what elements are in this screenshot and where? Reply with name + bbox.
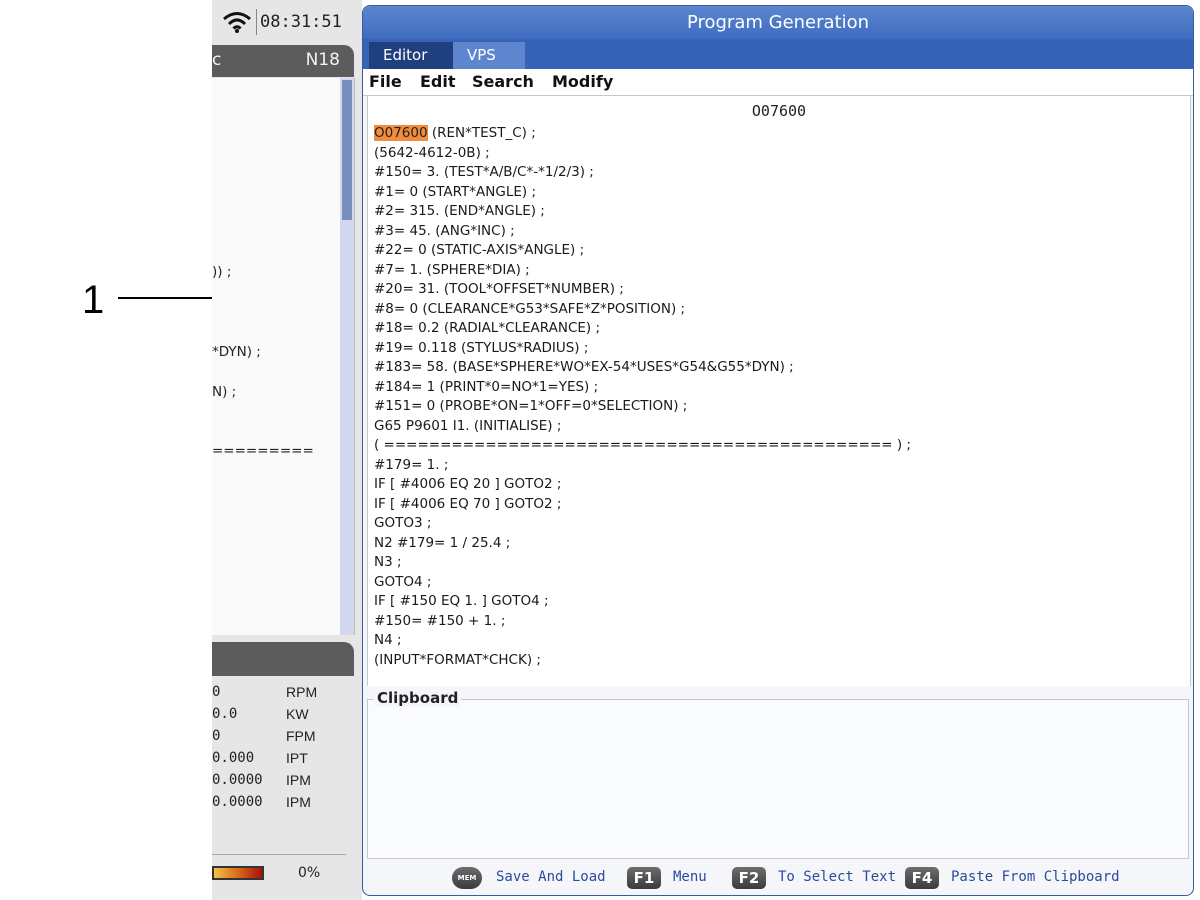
spindle-load-percent: 0% (298, 865, 321, 881)
spindle-value: 0.0000 (212, 794, 263, 810)
code-line[interactable]: #150= 3. (TEST*A/B/C*-*1/2/3) ; (374, 164, 594, 180)
left-code-fragment: *DYN) ; (212, 344, 261, 360)
code-line[interactable]: #20= 31. (TOOL*OFFSET*NUMBER) ; (374, 281, 624, 297)
spindle-value: 0 (212, 684, 221, 700)
code-lines[interactable]: O07600 (REN*TEST_C) ; (5642-4612-0B) ; #… (374, 124, 911, 670)
left-code-fragment: )) ; (212, 264, 232, 280)
code-line[interactable]: #1= 0 (START*ANGLE) ; (374, 183, 536, 200)
menu-edit[interactable]: Edit (420, 72, 456, 91)
code-line[interactable]: N4 ; (374, 632, 402, 648)
left-panel-program-view[interactable] (212, 78, 355, 635)
code-line[interactable]: (INPUT*FORMAT*CHCK) ; (374, 651, 541, 668)
left-panel-scrollbar[interactable] (340, 78, 354, 635)
spindle-unit: FPM (286, 728, 316, 744)
spindle-load-bar (212, 866, 264, 880)
code-line[interactable]: #22= 0 (STATIC-AXIS*ANGLE) ; (374, 242, 585, 258)
spindle-row: 0 RPM (212, 681, 352, 703)
spindle-unit: IPM (286, 794, 311, 810)
softkey-label[interactable]: Menu (673, 869, 707, 885)
scrollbar-thumb[interactable] (342, 80, 352, 220)
mem-key-icon[interactable]: MEM (452, 867, 482, 889)
f4-key-icon[interactable]: F4 (905, 867, 939, 889)
tab-vps[interactable]: VPS (453, 42, 525, 69)
code-line[interactable]: IF [ #4006 EQ 20 ] GOTO2 ; (374, 476, 562, 492)
program-generation-window: Program Generation Editor VPS File Edit … (362, 5, 1194, 896)
left-code-fragment: N) ; (212, 384, 237, 400)
callout-number: 1 (82, 278, 105, 322)
code-line[interactable]: #18= 0.2 (RADIAL*CLEARANCE) ; (374, 320, 601, 336)
spindle-value: 0.000 (212, 750, 255, 766)
code-line[interactable]: G65 P9601 I1. (INITIALISE) ; (374, 417, 562, 434)
menu-modify[interactable]: Modify (552, 72, 614, 91)
spindle-unit: KW (286, 706, 309, 722)
code-line[interactable]: #2= 315. (END*ANGLE) ; (374, 203, 545, 219)
code-line-text: (REN*TEST_C) ; (427, 125, 536, 141)
code-editor[interactable]: O07600 O07600 (REN*TEST_C) ; (5642-4612-… (367, 96, 1191, 686)
wifi-icon (223, 12, 251, 33)
tab-bar: Editor VPS (363, 39, 1193, 69)
menu-search[interactable]: Search (472, 72, 534, 91)
code-line[interactable]: GOTO3 ; (374, 515, 432, 531)
spindle-value: 0 (212, 728, 221, 744)
program-number-highlight: O07600 (374, 125, 428, 141)
spindle-panel-header (212, 642, 354, 676)
spindle-panel (212, 676, 354, 898)
spindle-row: 0.000 IPT (212, 747, 352, 769)
spindle-row: 0.0 KW (212, 703, 352, 725)
menu-file[interactable]: File (369, 72, 402, 91)
code-line[interactable]: #151= 0 (PROBE*ON=1*OFF=0*SELECTION) ; (374, 398, 688, 414)
spindle-unit: IPM (286, 772, 311, 788)
status-bar: 08:31:51 (212, 6, 360, 38)
softkey-label[interactable]: Save And Load (496, 869, 606, 885)
code-line[interactable]: O07600 (REN*TEST_C) ; (374, 124, 911, 144)
code-line[interactable]: N2 #179= 1 / 25.4 ; (374, 534, 511, 551)
code-line[interactable]: #8= 0 (CLEARANCE*G53*SAFE*Z*POSITION) ; (374, 300, 686, 317)
softkey-bar: MEM Save And Load F1 Menu F2 To Select T… (363, 864, 1193, 894)
spindle-value: 0.0 (212, 706, 238, 722)
menu-bar: File Edit Search Modify (363, 69, 1193, 96)
clipboard-panel[interactable]: Clipboard (367, 689, 1189, 859)
code-line[interactable]: ( ======================================… (374, 437, 911, 453)
callout-leader-line (118, 297, 285, 299)
window-title: Program Generation (363, 6, 1193, 39)
code-line[interactable]: GOTO4 ; (374, 573, 432, 590)
code-line[interactable]: IF [ #150 EQ 1. ] GOTO4 ; (374, 593, 549, 609)
spindle-unit: RPM (286, 684, 318, 700)
divider (212, 854, 346, 855)
spindle-row: 0.0000 IPM (212, 769, 352, 791)
f1-key-icon[interactable]: F1 (627, 867, 661, 889)
code-line[interactable]: #150= #150 + 1. ; (374, 612, 506, 629)
clipboard-label: Clipboard (374, 689, 462, 707)
clock: 08:31:51 (256, 9, 342, 35)
code-line[interactable]: #19= 0.118 (STYLUS*RADIUS) ; (374, 339, 589, 356)
left-code-fragment: ========= (212, 443, 314, 459)
f2-key-icon[interactable]: F2 (732, 867, 766, 889)
program-name: O07600 (751, 102, 807, 120)
left-panel-header-fragment: c (212, 50, 222, 70)
code-line[interactable]: N3 ; (374, 554, 402, 570)
left-panel-n-number: N18 (305, 50, 340, 70)
code-line[interactable]: #7= 1. (SPHERE*DIA) ; (374, 261, 530, 278)
softkey-label[interactable]: To Select Text (778, 869, 897, 885)
code-line[interactable]: IF [ #4006 EQ 70 ] GOTO2 ; (374, 495, 562, 512)
code-line[interactable]: #184= 1 (PRINT*0=NO*1=YES) ; (374, 378, 599, 395)
code-line[interactable]: #3= 45. (ANG*INC) ; (374, 222, 515, 239)
left-panel-header: c N18 (212, 45, 354, 77)
spindle-unit: IPT (286, 750, 308, 766)
spindle-row: 0.0000 IPM (212, 791, 352, 813)
tab-editor[interactable]: Editor (369, 42, 453, 69)
spindle-row: 0 FPM (212, 725, 352, 747)
spindle-value: 0.0000 (212, 772, 263, 788)
code-line[interactable]: (5642-4612-0B) ; (374, 144, 490, 161)
code-line[interactable]: #183= 58. (BASE*SPHERE*WO*EX-54*USES*G54… (374, 359, 794, 375)
softkey-label[interactable]: Paste From Clipboard (951, 869, 1120, 885)
code-line[interactable]: #179= 1. ; (374, 456, 449, 473)
